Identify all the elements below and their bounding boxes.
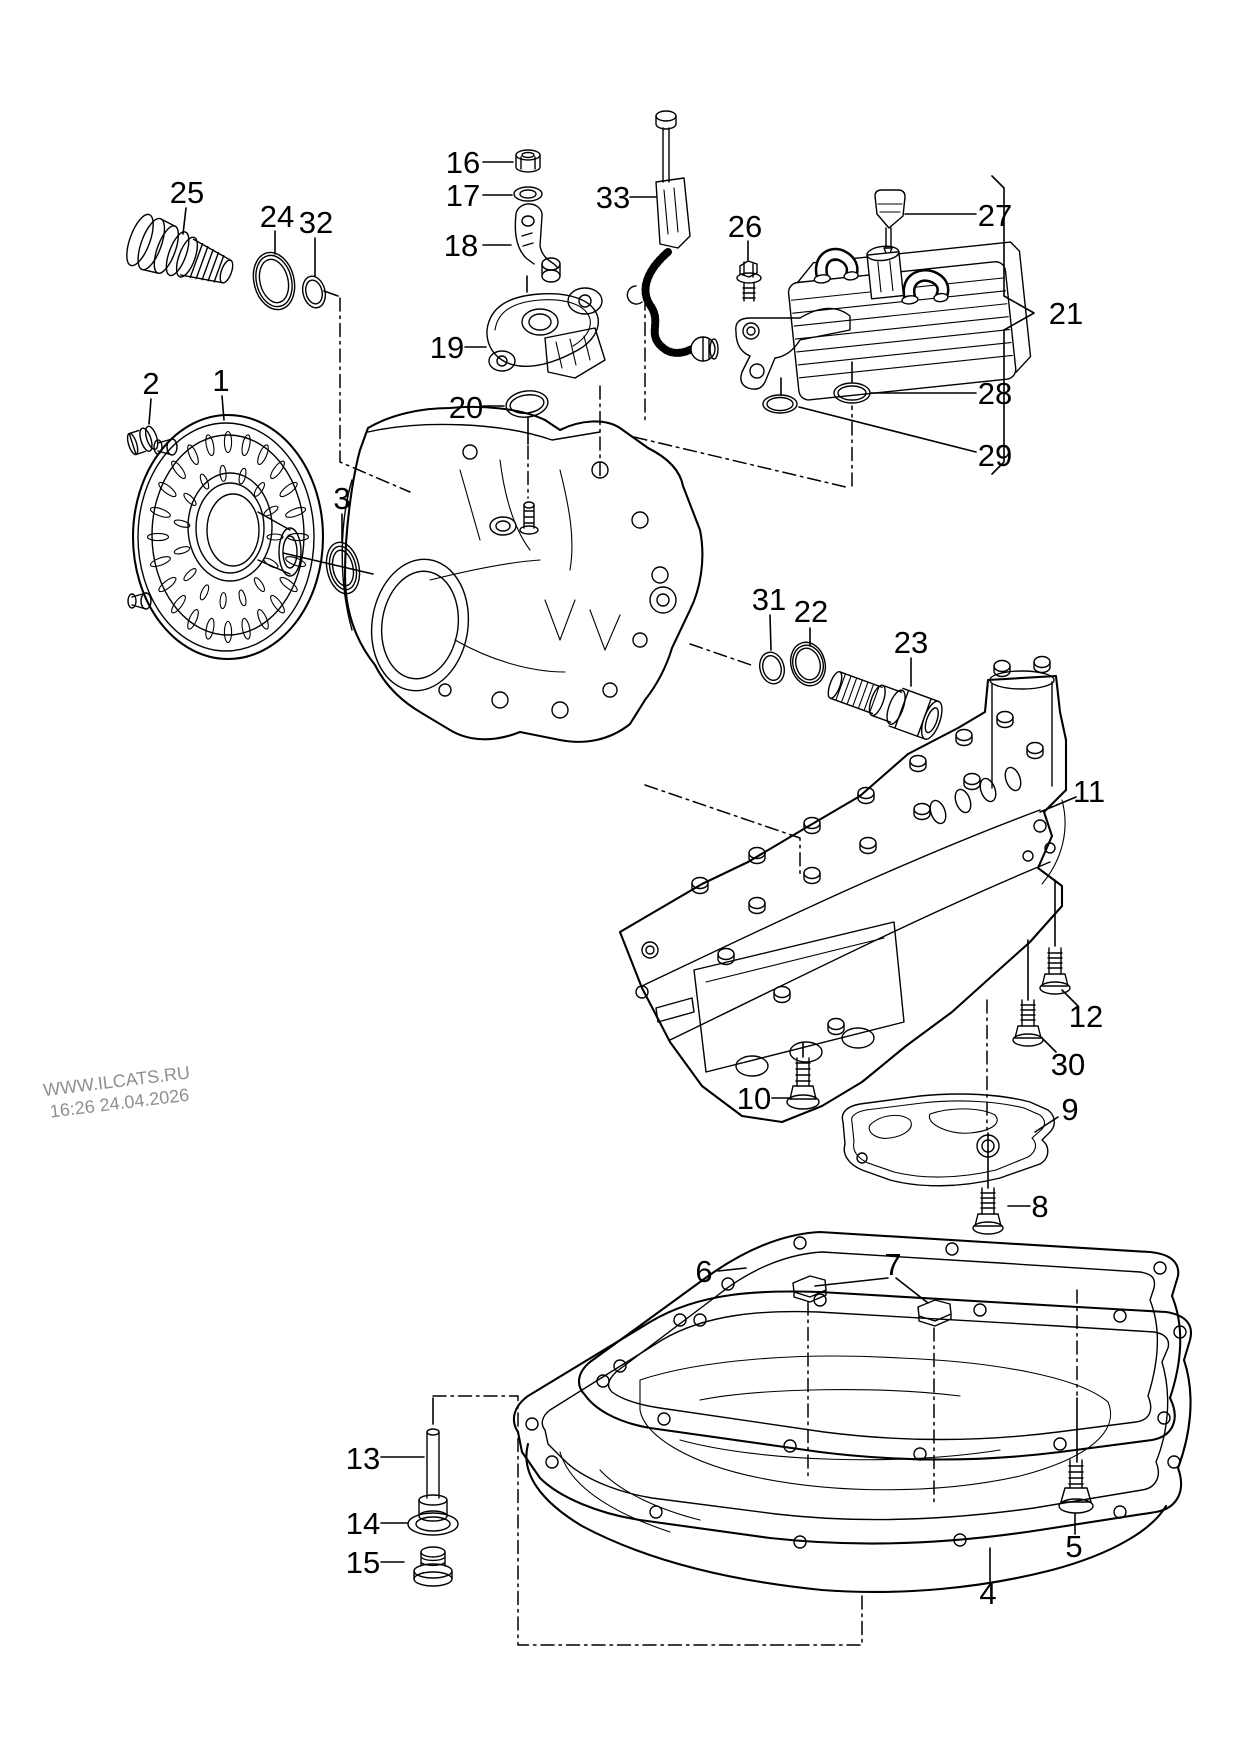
seal-22 bbox=[789, 641, 827, 687]
part-label-20[interactable]: 20 bbox=[449, 390, 483, 425]
part-label-21[interactable]: 21 bbox=[1049, 296, 1083, 331]
part-label-31[interactable]: 31 bbox=[752, 582, 786, 617]
nut-16 bbox=[515, 149, 541, 173]
snap-ring-32 bbox=[301, 275, 327, 309]
part-label-4[interactable]: 4 bbox=[979, 1576, 996, 1611]
pan-gasket-6 bbox=[577, 1230, 1182, 1461]
bolt-30 bbox=[1012, 999, 1044, 1047]
part-label-33[interactable]: 33 bbox=[596, 180, 630, 215]
part-label-1[interactable]: 1 bbox=[212, 363, 229, 398]
group-21-brace bbox=[991, 175, 1035, 475]
bolt-5 bbox=[1058, 1459, 1094, 1514]
part-label-26[interactable]: 26 bbox=[728, 209, 762, 244]
washer-17 bbox=[513, 186, 543, 202]
o-ring-29 bbox=[762, 394, 798, 414]
part-label-5[interactable]: 5 bbox=[1065, 1529, 1082, 1564]
part-label-14[interactable]: 14 bbox=[346, 1506, 380, 1541]
sensor-27-body bbox=[866, 245, 905, 300]
stub-shaft-25 bbox=[126, 213, 234, 284]
torque-converter bbox=[127, 413, 325, 661]
seal-ring-24 bbox=[252, 251, 296, 311]
part-label-28[interactable]: 28 bbox=[978, 376, 1012, 411]
transmission-case bbox=[341, 405, 704, 743]
o-ring-28 bbox=[833, 382, 871, 404]
drain-plug-15 bbox=[413, 1546, 453, 1587]
part-label-16[interactable]: 16 bbox=[446, 145, 480, 180]
part-label-18[interactable]: 18 bbox=[444, 228, 478, 263]
sender-33 bbox=[626, 110, 719, 362]
oil-cooler-21 bbox=[787, 241, 1032, 401]
part-label-9[interactable]: 9 bbox=[1061, 1092, 1078, 1127]
construction-lines bbox=[339, 296, 1078, 1646]
valve-body-bolt-heads bbox=[691, 655, 1051, 1036]
part-label-13[interactable]: 13 bbox=[346, 1441, 380, 1476]
multifunction-switch-19 bbox=[486, 287, 606, 379]
part-label-27[interactable]: 27 bbox=[978, 198, 1012, 233]
seal-ring-3 bbox=[325, 541, 361, 595]
part-label-24[interactable]: 24 bbox=[260, 199, 294, 234]
part-label-12[interactable]: 12 bbox=[1069, 999, 1103, 1034]
part-label-10[interactable]: 10 bbox=[737, 1081, 771, 1116]
oil-tube-13 bbox=[418, 1428, 448, 1522]
watermark: WWW.ILCATS.RU 16:26 24.04.2026 bbox=[42, 1062, 191, 1121]
sensor-27 bbox=[874, 189, 906, 259]
ring-31 bbox=[758, 651, 786, 685]
o-ring-20 bbox=[505, 390, 549, 418]
part-label-2[interactable]: 2 bbox=[142, 366, 159, 401]
part-label-23[interactable]: 23 bbox=[894, 625, 928, 660]
part-label-8[interactable]: 8 bbox=[1031, 1189, 1048, 1224]
part-label-19[interactable]: 19 bbox=[430, 330, 464, 365]
part-labels: 1 2 3 4 5 6 7 8 9 10 11 12 13 14 15 16 1… bbox=[142, 145, 1105, 1611]
bolt-26 bbox=[736, 260, 762, 302]
selector-lever-18 bbox=[514, 203, 561, 283]
cooler-bracket bbox=[735, 307, 851, 390]
part-label-15[interactable]: 15 bbox=[346, 1545, 380, 1580]
bolt-2 bbox=[126, 425, 159, 456]
pan-bolt-holes bbox=[525, 1293, 1187, 1549]
oil-strainer-9 bbox=[841, 1093, 1055, 1187]
part-label-32[interactable]: 32 bbox=[299, 205, 333, 240]
bolt-8 bbox=[972, 1187, 1004, 1235]
converter-stud-bottom bbox=[127, 592, 152, 610]
oil-pan-4 bbox=[512, 1290, 1192, 1593]
part-label-11[interactable]: 11 bbox=[1073, 774, 1105, 809]
part-label-30[interactable]: 30 bbox=[1051, 1047, 1085, 1082]
bolt-10 bbox=[786, 1057, 820, 1110]
part-label-29[interactable]: 29 bbox=[978, 438, 1012, 473]
part-label-22[interactable]: 22 bbox=[794, 594, 828, 629]
bolt-12 bbox=[1039, 947, 1071, 995]
torque-converter-slots bbox=[146, 430, 310, 644]
valve-body-11 bbox=[618, 655, 1068, 1124]
solenoid-valve-23 bbox=[827, 671, 943, 740]
part-label-25[interactable]: 25 bbox=[170, 175, 204, 210]
part-label-17[interactable]: 17 bbox=[446, 178, 480, 213]
part-label-3[interactable]: 3 bbox=[333, 481, 350, 516]
part-label-7[interactable]: 7 bbox=[884, 1247, 901, 1282]
part-label-6[interactable]: 6 bbox=[695, 1254, 712, 1289]
case-stud bbox=[519, 501, 539, 535]
seal-ring-14 bbox=[407, 1512, 459, 1536]
